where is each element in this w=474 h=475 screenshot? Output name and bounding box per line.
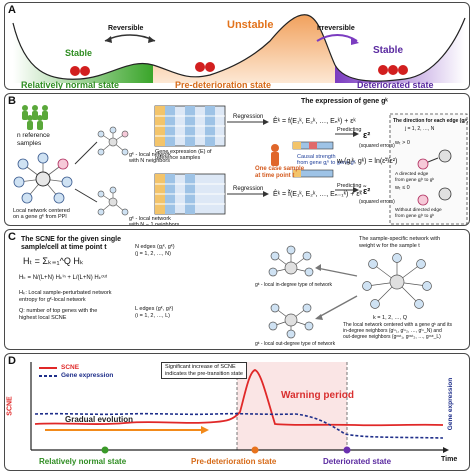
- legend-scne-label: SCNE: [61, 364, 80, 371]
- small-network-top: [97, 126, 129, 156]
- state-normal-d: Relatively normal state: [39, 457, 127, 466]
- warning-period-region: [237, 362, 347, 450]
- state-pre-d: Pre-deterioration state: [191, 457, 277, 466]
- out-degree-label: gᵏ - local out-degree type of network: [255, 341, 336, 347]
- left-basin-fill: [13, 23, 153, 83]
- entropy-diagram: [268, 245, 432, 339]
- squared-errors-top: (squared errors): [359, 143, 395, 149]
- y-label-left: SCNE: [6, 396, 14, 416]
- expression-of-gene: The expression of gene gᵏ: [301, 98, 388, 105]
- local-desc: The local network centered with a gene g…: [343, 322, 452, 340]
- stable-right-label: Stable: [373, 45, 404, 56]
- y-label-right: Gene expression: [447, 377, 455, 431]
- gk-local-network: gᵏ - local network with N neighbors: [129, 152, 171, 164]
- eps-sq: ε²: [363, 130, 371, 140]
- normal-state-dot: [101, 446, 109, 454]
- squared-errors-bottom: (squared errors): [359, 199, 395, 205]
- formula-bottom: Êᵏ = f̃(E₁ᵏ, E₂ᵏ, …, Eₙ₋₁ᵏ) + ε̃ᵏ: [273, 191, 362, 198]
- expression-matrix-top: [154, 105, 226, 147]
- q-def: Q: number of top genes with the highest …: [19, 308, 98, 321]
- direction-index: j = 1, 2, …, N: [405, 126, 435, 132]
- predicting-top: Predicting: [337, 127, 362, 133]
- reversible-label: Reversible: [108, 25, 144, 32]
- hk-formula: Hₖ = N/(L+N) Hₖⁱⁿ + L/(L+N) Hₖᵒᵘᵗ: [19, 275, 108, 281]
- gradual-label: Gradual evolution: [65, 415, 134, 424]
- panel-b: B n reference samples Local network cent…: [4, 93, 470, 226]
- state-pre-label: Pre-deterioration state: [175, 80, 272, 90]
- k-range: k = 1, 2, …, Q: [373, 315, 408, 321]
- x-label-time: Time: [441, 456, 458, 463]
- ball-middle: [195, 62, 215, 72]
- causal-strength: Causal strength from gene gⱼᵏ to gene gᵏ: [297, 154, 356, 166]
- local-network-caption: Local network centered on a gene gᵏ from…: [13, 208, 70, 220]
- unstable-label: Unstable: [227, 19, 274, 31]
- n-edges-label: N edges (gⱼᵏ, gᵏ) (j = 1, 2, …, N): [135, 244, 175, 257]
- panel-label: B: [8, 95, 16, 107]
- one-case-sample: One case sample at time point t: [255, 166, 305, 179]
- sample-vector-bottom: [292, 169, 334, 178]
- hk-def: Hₖ: Local sample-perturbated network ent…: [19, 290, 112, 303]
- regression-diagram: [13, 105, 468, 225]
- directed-edge-label: A directed edge from gene gⱼᵏ to gᵏ: [395, 172, 435, 183]
- w-gt-0: wₜ > 0: [395, 140, 410, 146]
- ball-left: [70, 66, 90, 76]
- state-det-label: Deteriorated state: [357, 80, 434, 90]
- landscape-curve: [12, 14, 466, 82]
- expression-matrix-label: Gene expression (E) of reference samples: [155, 149, 212, 161]
- predicting-bottom: Predicting: [337, 183, 362, 189]
- state-normal-label: Relatively normal state: [21, 80, 120, 90]
- warning-period-label: Warning period: [281, 390, 354, 401]
- direction-box: [389, 113, 468, 225]
- eps-tilde-sq: ε̃²: [363, 186, 371, 196]
- in-degree-network: [268, 245, 314, 277]
- l-edges-label: L edges (gᵏ, gᵢᵏ) (i = 1, 2, …, L): [135, 306, 174, 319]
- expression-matrix-bottom: [154, 173, 226, 215]
- scne-title: The SCNE for the given single sample/cel…: [21, 236, 121, 251]
- directed-edge-diagram: [417, 149, 452, 206]
- ball-right: [378, 65, 408, 75]
- state-det-d: Deteriorated state: [323, 457, 392, 466]
- sample-vector-top: [292, 141, 334, 150]
- reversible-arrow: [104, 34, 156, 42]
- scne-curve: [34, 369, 444, 427]
- panel-c: C The SCNE for the given single sample/c…: [4, 229, 470, 350]
- legend-expr-label: Gene expression: [61, 372, 114, 379]
- panel-d: D SCNE Gene expression Significant incre…: [4, 353, 470, 471]
- stable-left-label: Stable: [65, 48, 93, 58]
- panel-label: C: [8, 231, 16, 243]
- without-directed-edge-label: Without directed edge from gene gⱼᵏ to g…: [395, 208, 442, 219]
- regression-label-top: Regression: [233, 114, 264, 120]
- landscape-diagram: [12, 14, 466, 83]
- specific-title: The sample-specific network with weight …: [359, 236, 441, 249]
- irreversible-label: Irreversible: [317, 25, 355, 32]
- people-icon: [22, 105, 48, 130]
- pre-state-dot: [251, 446, 259, 454]
- out-degree-network: [268, 303, 314, 339]
- panel-label: D: [8, 355, 16, 367]
- scne-formula: Hₜ = Σₖ₌₁^Q Hₖ: [23, 256, 84, 266]
- timeline-chart: [30, 362, 449, 454]
- small-network-bottom: [97, 186, 129, 216]
- case-sample-icon: [271, 144, 279, 166]
- gene-expression-curve: [34, 412, 444, 439]
- panel-label: A: [8, 4, 16, 16]
- direction-title: The direction for each edge (gⱼᵏ, gᵏ): [393, 118, 470, 124]
- annotation-box: Significant increase of SCNE indicates t…: [161, 362, 247, 379]
- panel-a: A Stable Reversible Unstable Irreversibl…: [4, 2, 470, 90]
- w-le-0: wₜ ≤ 0: [395, 185, 410, 191]
- det-state-dot: [343, 446, 351, 454]
- formula-top: Êᵏ = f(E₁ᵏ, E₂ᵏ, …, Eₙᵏ) + εᵏ: [273, 118, 356, 125]
- regression-label-bottom: Regression: [233, 186, 264, 192]
- gk-local-network-n1: gᵏ - local network with N − 1 neighbors: [129, 216, 180, 226]
- in-degree-label: gᵏ - local in-degree type of network: [255, 282, 333, 288]
- causal-formula: wₜ(gⱼᵏ, gᵏ) = ln(ε̃²/ε²): [337, 158, 398, 165]
- n-reference-label: n reference samples: [17, 132, 50, 147]
- sample-specific-network: [362, 253, 432, 309]
